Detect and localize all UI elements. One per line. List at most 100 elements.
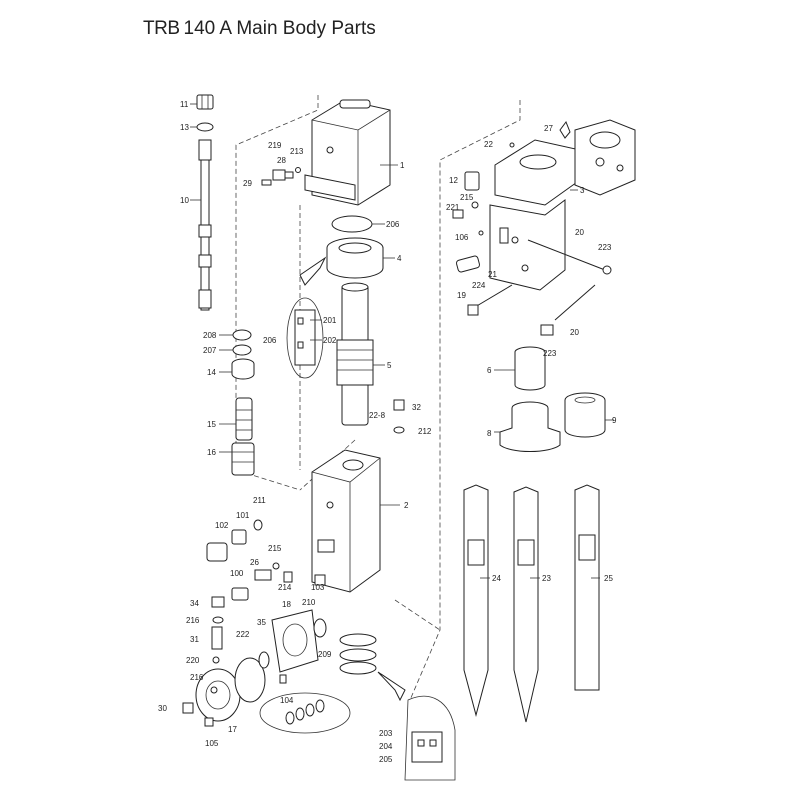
label-103: 103 — [311, 583, 325, 592]
label-17: 17 — [228, 725, 237, 734]
label-210: 210 — [302, 598, 316, 607]
part-22-pin — [509, 142, 515, 148]
label-209: 209 — [318, 650, 332, 659]
part-25-chisel — [574, 484, 600, 691]
part-15-valve — [235, 397, 253, 441]
part-4-sleeve — [326, 237, 384, 279]
callout-labels: 11 13 10 1 219 213 28 29 206 4 5 201 202… — [158, 100, 617, 764]
part-14-valve-cap — [231, 358, 255, 380]
leader-lines — [190, 103, 614, 579]
label-100: 100 — [230, 569, 244, 578]
part-35-seal — [258, 651, 270, 669]
label-27: 27 — [544, 124, 553, 133]
part-30-plug — [182, 702, 194, 714]
label-16: 16 — [207, 448, 216, 457]
label-208: 208 — [203, 331, 217, 340]
label-8: 8 — [487, 429, 492, 438]
part-24-chisel — [463, 484, 489, 717]
part-206-oring — [331, 215, 373, 233]
parts-101-102 — [206, 519, 263, 562]
label-11: 11 — [180, 100, 189, 109]
label-221: 221 — [446, 203, 460, 212]
parts-100-26 — [231, 562, 326, 601]
label-201: 201 — [323, 316, 337, 325]
lower-seal-stack — [339, 633, 456, 781]
label-15: 15 — [207, 420, 216, 429]
label-9: 9 — [612, 416, 617, 425]
label-105: 105 — [205, 739, 219, 748]
label-202: 202 — [323, 336, 337, 345]
label-4: 4 — [397, 254, 402, 263]
label-101: 101 — [236, 511, 250, 520]
inset-seal-kit — [259, 692, 351, 734]
label-216-lower: 216 — [190, 673, 204, 682]
part-106-ball — [478, 230, 484, 236]
label-5: 5 — [387, 361, 392, 370]
part-23-chisel — [513, 486, 539, 723]
label-21: 21 — [488, 270, 497, 279]
part-27-accumulator — [559, 119, 636, 196]
part-222-ring — [234, 657, 266, 703]
label-25: 25 — [604, 574, 613, 583]
label-20-top: 20 — [575, 228, 584, 237]
label-23: 23 — [542, 574, 551, 583]
part-3-back-head — [489, 139, 581, 291]
title-model: TRB — [143, 18, 180, 39]
label-214: 214 — [278, 583, 292, 592]
label-215-right: 215 — [460, 193, 474, 202]
label-34: 34 — [190, 599, 199, 608]
part-13-washer — [196, 122, 214, 132]
label-19: 19 — [457, 291, 466, 300]
label-106: 106 — [455, 233, 469, 242]
label-223-top: 223 — [598, 243, 612, 252]
title-text: 140 A Main Body Parts — [183, 18, 376, 39]
label-32: 32 — [412, 403, 421, 412]
label-220: 220 — [186, 656, 200, 665]
part-18-flange — [271, 609, 319, 673]
part-9-ring — [564, 392, 606, 438]
label-20-lower: 20 — [570, 328, 579, 337]
label-13: 13 — [180, 123, 189, 132]
seal-inset-201-202 — [286, 256, 327, 379]
label-203: 203 — [379, 729, 393, 738]
part-10-rod — [198, 139, 212, 311]
label-207: 207 — [203, 346, 217, 355]
label-31: 31 — [190, 635, 199, 644]
label-102: 102 — [215, 521, 229, 530]
part-20-tie-rods — [527, 239, 612, 321]
label-22-8: 22-8 — [369, 411, 386, 420]
label-2: 2 — [404, 501, 409, 510]
part-2-cylinder — [311, 449, 381, 593]
part-209-oring — [313, 618, 327, 638]
part-6-bush — [514, 346, 546, 391]
part-32-plug — [393, 399, 405, 434]
label-24: 24 — [492, 574, 501, 583]
label-12: 12 — [449, 176, 458, 185]
label-104: 104 — [280, 696, 294, 705]
label-206-inset: 206 — [263, 336, 277, 345]
label-212: 212 — [418, 427, 432, 436]
label-215-left: 215 — [268, 544, 282, 553]
part-215-oring-right — [471, 201, 479, 209]
part-1-front-head — [304, 99, 391, 206]
label-211: 211 — [253, 496, 266, 505]
part-207-oring — [232, 344, 252, 356]
label-18: 18 — [282, 600, 291, 609]
label-216-left: 216 — [186, 616, 200, 625]
label-26: 26 — [250, 558, 259, 567]
part-208-oring — [232, 329, 252, 341]
part-12-valve — [464, 171, 480, 191]
label-29: 29 — [243, 179, 252, 188]
label-1: 1 — [400, 161, 405, 170]
part-19-plug — [455, 255, 481, 273]
part-11-nut — [196, 94, 214, 110]
label-204: 204 — [379, 742, 393, 751]
label-206-top: 206 — [386, 220, 400, 229]
label-205: 205 — [379, 755, 393, 764]
part-104-pin — [279, 674, 287, 684]
label-6: 6 — [487, 366, 492, 375]
label-222: 222 — [236, 630, 250, 639]
label-224: 224 — [472, 281, 486, 290]
part-21-rod — [467, 284, 513, 316]
